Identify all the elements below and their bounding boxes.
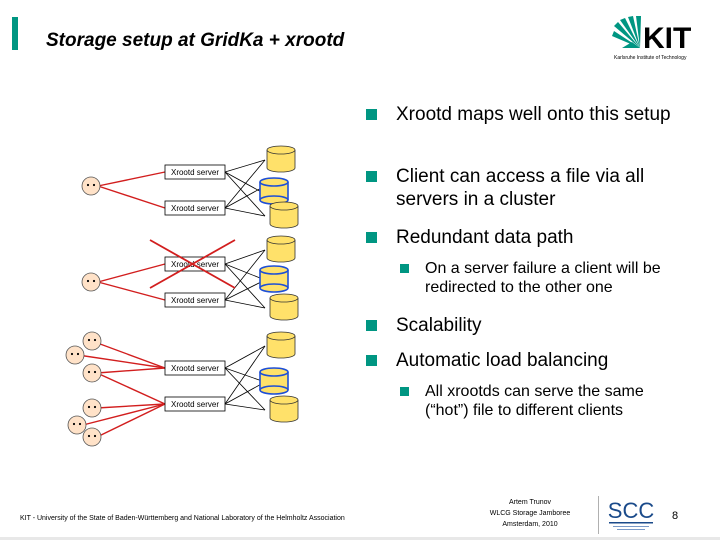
bullet-text: Scalability xyxy=(396,315,482,336)
kit-logo-subtitle: Karlsruhe Institute of Technology xyxy=(614,55,687,61)
xrootd-server-label: Xrootd server xyxy=(171,364,219,373)
disk-cylinder-icon xyxy=(269,395,299,423)
disk-cylinder-icon xyxy=(266,145,296,173)
xrootd-server-box xyxy=(164,292,226,308)
face-icon xyxy=(67,415,87,435)
xrootd-server-box xyxy=(164,200,226,216)
disk-cylinder-icon xyxy=(269,293,299,321)
xrootd-server-label: Xrootd server xyxy=(171,400,219,409)
face-icon xyxy=(82,398,102,418)
bullet-text: Automatic load balancing xyxy=(396,350,609,371)
xrootd-server-label: Xrootd server xyxy=(171,296,219,305)
footer-place-date: Amsterdam, 2010 xyxy=(502,521,558,528)
bullet-marker xyxy=(366,355,377,366)
xrootd-server-box xyxy=(164,360,226,376)
disk-cylinder-icon xyxy=(266,331,296,359)
footer-divider xyxy=(598,496,599,534)
disk-cylinder-icon xyxy=(266,235,296,263)
footer-author-block: Artem Trunov WLCG Storage Jamboree Amste… xyxy=(470,497,590,530)
sub-bullet-text: All xrootds can serve the same (“hot”) f… xyxy=(425,383,644,419)
disk-cylinder-icon xyxy=(259,367,289,395)
face-icon xyxy=(81,272,101,292)
footer-event: WLCG Storage Jamboree xyxy=(489,510,571,517)
xrootd-setup-diagram: Xrootd server Xrootd server Xrootd serve… xyxy=(65,145,299,447)
kit-logo: KIT Karlsruhe Institute of Technology xyxy=(612,14,704,64)
bullet-marker xyxy=(366,320,377,331)
bullet-marker xyxy=(366,109,377,120)
slide-title: Storage setup at GridKa + xrootd xyxy=(46,30,345,51)
xrootd-server-box-failed xyxy=(164,256,226,272)
face-icon xyxy=(65,345,85,365)
bullet-marker xyxy=(366,232,377,243)
failure-cross xyxy=(149,239,236,289)
cluster-group-1: Xrootd server Xrootd server xyxy=(81,145,299,229)
face-icon xyxy=(82,363,102,383)
face-icon xyxy=(82,331,102,351)
page-number: 8 xyxy=(672,510,679,522)
footer-author: Artem Trunov xyxy=(508,499,551,506)
footer-institution: KIT - University of the State of Baden-W… xyxy=(20,515,345,522)
disk-cylinder-icon xyxy=(259,177,289,205)
footer-rule xyxy=(0,537,720,540)
bullet-text: Xrootd maps well onto this setup xyxy=(396,104,671,125)
bullet-marker xyxy=(366,171,377,182)
disk-cylinder-icon xyxy=(259,265,289,293)
kit-logo-text: KIT xyxy=(643,22,691,55)
cluster-group-2: Xrootd server Xrootd server xyxy=(81,235,299,321)
xrootd-server-label: Xrootd server xyxy=(171,168,219,177)
xrootd-server-box xyxy=(164,164,226,180)
bullet-text: Client can access a file via all servers… xyxy=(396,166,645,210)
scc-logo: SCC xyxy=(603,494,659,534)
cluster-group-3: Xrootd server Xrootd server xyxy=(65,331,299,447)
sub-bullet-text: On a server failure a client will be red… xyxy=(425,260,661,296)
scc-logo-text: SCC xyxy=(608,498,655,523)
face-icon xyxy=(81,176,101,196)
sub-bullet-marker xyxy=(400,387,409,396)
disk-cylinder-icon xyxy=(269,201,299,229)
face-icon xyxy=(82,427,102,447)
xrootd-server-box xyxy=(164,396,226,412)
title-accent-bar xyxy=(12,17,18,50)
bullet-text: Redundant data path xyxy=(396,227,574,248)
xrootd-server-label: Xrootd server xyxy=(171,204,219,213)
sub-bullet-marker xyxy=(400,264,409,273)
